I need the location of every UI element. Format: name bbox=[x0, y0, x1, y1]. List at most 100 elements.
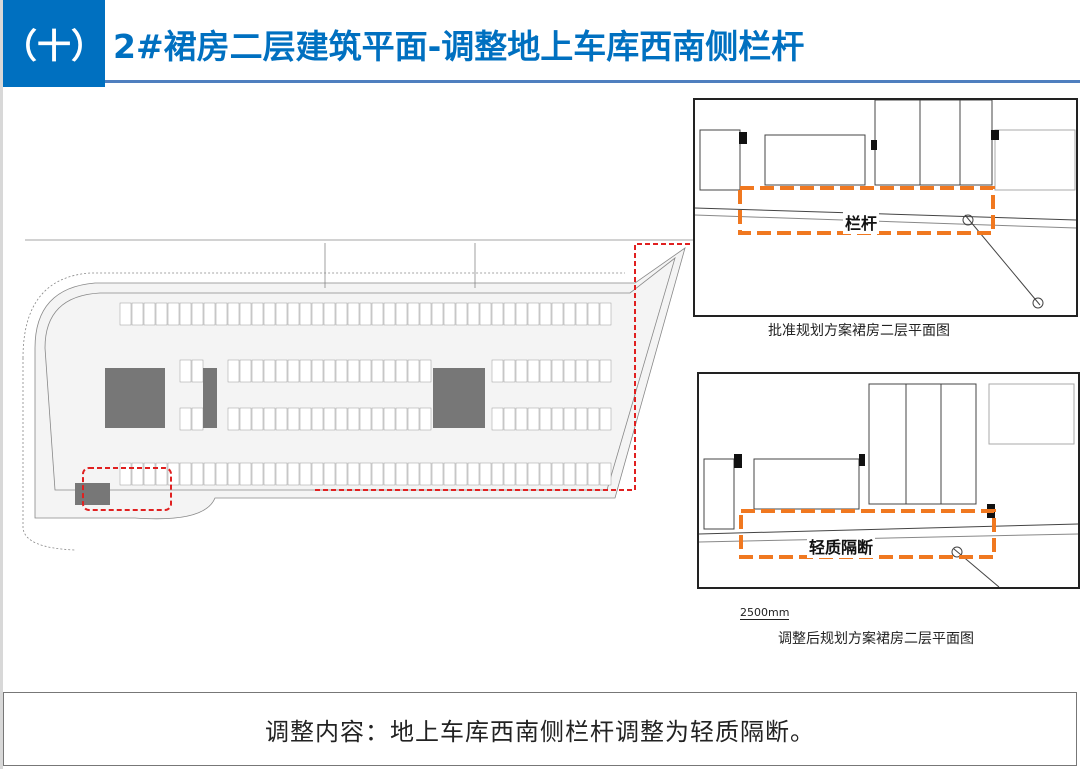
parking-stall bbox=[539, 462, 552, 486]
parking-stall bbox=[287, 462, 300, 486]
parking-stall bbox=[371, 302, 384, 326]
parking-stall bbox=[467, 302, 480, 326]
parking-stall bbox=[419, 407, 432, 431]
parking-stall bbox=[599, 462, 612, 486]
parking-stall bbox=[503, 359, 516, 383]
parking-stall bbox=[179, 359, 192, 383]
parking-stall bbox=[131, 462, 144, 486]
page-title: 2#裙房二层建筑平面-调整地上车库西南侧栏杆 bbox=[113, 27, 805, 66]
parking-stall bbox=[599, 302, 612, 326]
parking-stall bbox=[191, 359, 204, 383]
parking-stall bbox=[251, 407, 264, 431]
parking-stall bbox=[563, 359, 576, 383]
parking-stall bbox=[287, 302, 300, 326]
summary-box: 调整内容：地上车库西南侧栏杆调整为轻质隔断。 bbox=[3, 692, 1077, 766]
parking-stall bbox=[275, 462, 288, 486]
highlight-area-small bbox=[82, 467, 172, 511]
parking-stall bbox=[215, 302, 228, 326]
parking-stall bbox=[503, 302, 516, 326]
parking-stall bbox=[335, 407, 348, 431]
parking-stall bbox=[575, 407, 588, 431]
parking-stall bbox=[539, 302, 552, 326]
parking-stall bbox=[179, 407, 192, 431]
parking-stall bbox=[335, 359, 348, 383]
section-number-badge: （十） bbox=[3, 0, 105, 87]
parking-stall bbox=[311, 462, 324, 486]
parking-stall bbox=[515, 359, 528, 383]
parking-stall bbox=[587, 359, 600, 383]
highlight-area-large bbox=[315, 243, 691, 491]
parking-stall bbox=[227, 302, 240, 326]
parking-stall bbox=[431, 302, 444, 326]
parking-stall bbox=[371, 359, 384, 383]
parking-stall bbox=[551, 407, 564, 431]
parking-stall bbox=[275, 407, 288, 431]
parking-stall bbox=[263, 407, 276, 431]
parking-stall bbox=[563, 462, 576, 486]
parking-stall bbox=[587, 407, 600, 431]
parking-stall bbox=[479, 462, 492, 486]
title-underline bbox=[105, 80, 1080, 83]
parking-stall bbox=[443, 462, 456, 486]
adjusted-plan-caption: 调整后规划方案裙房二层平面图 bbox=[778, 631, 974, 647]
parking-stall bbox=[491, 407, 504, 431]
parking-stall bbox=[119, 302, 132, 326]
parking-stall bbox=[227, 462, 240, 486]
parking-stall bbox=[155, 462, 168, 486]
parking-stall bbox=[263, 302, 276, 326]
parking-stall bbox=[539, 407, 552, 431]
parking-stall bbox=[527, 462, 540, 486]
parking-stall bbox=[359, 302, 372, 326]
parking-stall bbox=[491, 462, 504, 486]
parking-stall bbox=[347, 407, 360, 431]
left-edge bbox=[0, 0, 3, 769]
parking-stall bbox=[491, 302, 504, 326]
parking-stall bbox=[419, 359, 432, 383]
parking-stall bbox=[395, 302, 408, 326]
parking-stall bbox=[575, 462, 588, 486]
parking-stall bbox=[407, 407, 420, 431]
parking-stall bbox=[431, 462, 444, 486]
parking-stall bbox=[563, 407, 576, 431]
parking-stall bbox=[167, 302, 180, 326]
parking-stall bbox=[191, 407, 204, 431]
parking-stall bbox=[359, 407, 372, 431]
parking-stall bbox=[371, 462, 384, 486]
parking-stall bbox=[515, 407, 528, 431]
parking-stall bbox=[251, 462, 264, 486]
parking-stall bbox=[503, 407, 516, 431]
parking-stall bbox=[551, 462, 564, 486]
parking-stall bbox=[323, 462, 336, 486]
parking-stall bbox=[323, 407, 336, 431]
parking-stall bbox=[119, 462, 132, 486]
parking-stall bbox=[239, 462, 252, 486]
parking-stall bbox=[383, 407, 396, 431]
parking-stall bbox=[443, 302, 456, 326]
parking-stall bbox=[539, 359, 552, 383]
parking-stall bbox=[311, 359, 324, 383]
parking-stall bbox=[359, 359, 372, 383]
parking-stall bbox=[383, 302, 396, 326]
parking-stall bbox=[251, 359, 264, 383]
approved-plan-inset: 栏杆 bbox=[693, 98, 1078, 317]
parking-stall bbox=[263, 462, 276, 486]
parking-stall bbox=[311, 407, 324, 431]
approved-plan-caption: 批准规划方案裙房二层平面图 bbox=[768, 323, 950, 339]
parking-stall bbox=[227, 407, 240, 431]
adjusted-plan-inset: 轻质隔断 bbox=[697, 372, 1080, 589]
parking-stall bbox=[251, 302, 264, 326]
summary-text: 调整内容：地上车库西南侧栏杆调整为轻质隔断。 bbox=[265, 717, 815, 746]
parking-stall bbox=[191, 302, 204, 326]
parking-stall bbox=[263, 359, 276, 383]
parking-stall bbox=[359, 462, 372, 486]
adjusted-plan-drawing bbox=[699, 383, 1078, 587]
parking-stall bbox=[239, 359, 252, 383]
parking-stall bbox=[407, 359, 420, 383]
parking-stall bbox=[575, 302, 588, 326]
parking-stall bbox=[275, 302, 288, 326]
parking-stall bbox=[131, 302, 144, 326]
parking-stall bbox=[143, 302, 156, 326]
parking-stall bbox=[515, 462, 528, 486]
parking-stall bbox=[179, 302, 192, 326]
parking-stall bbox=[491, 359, 504, 383]
